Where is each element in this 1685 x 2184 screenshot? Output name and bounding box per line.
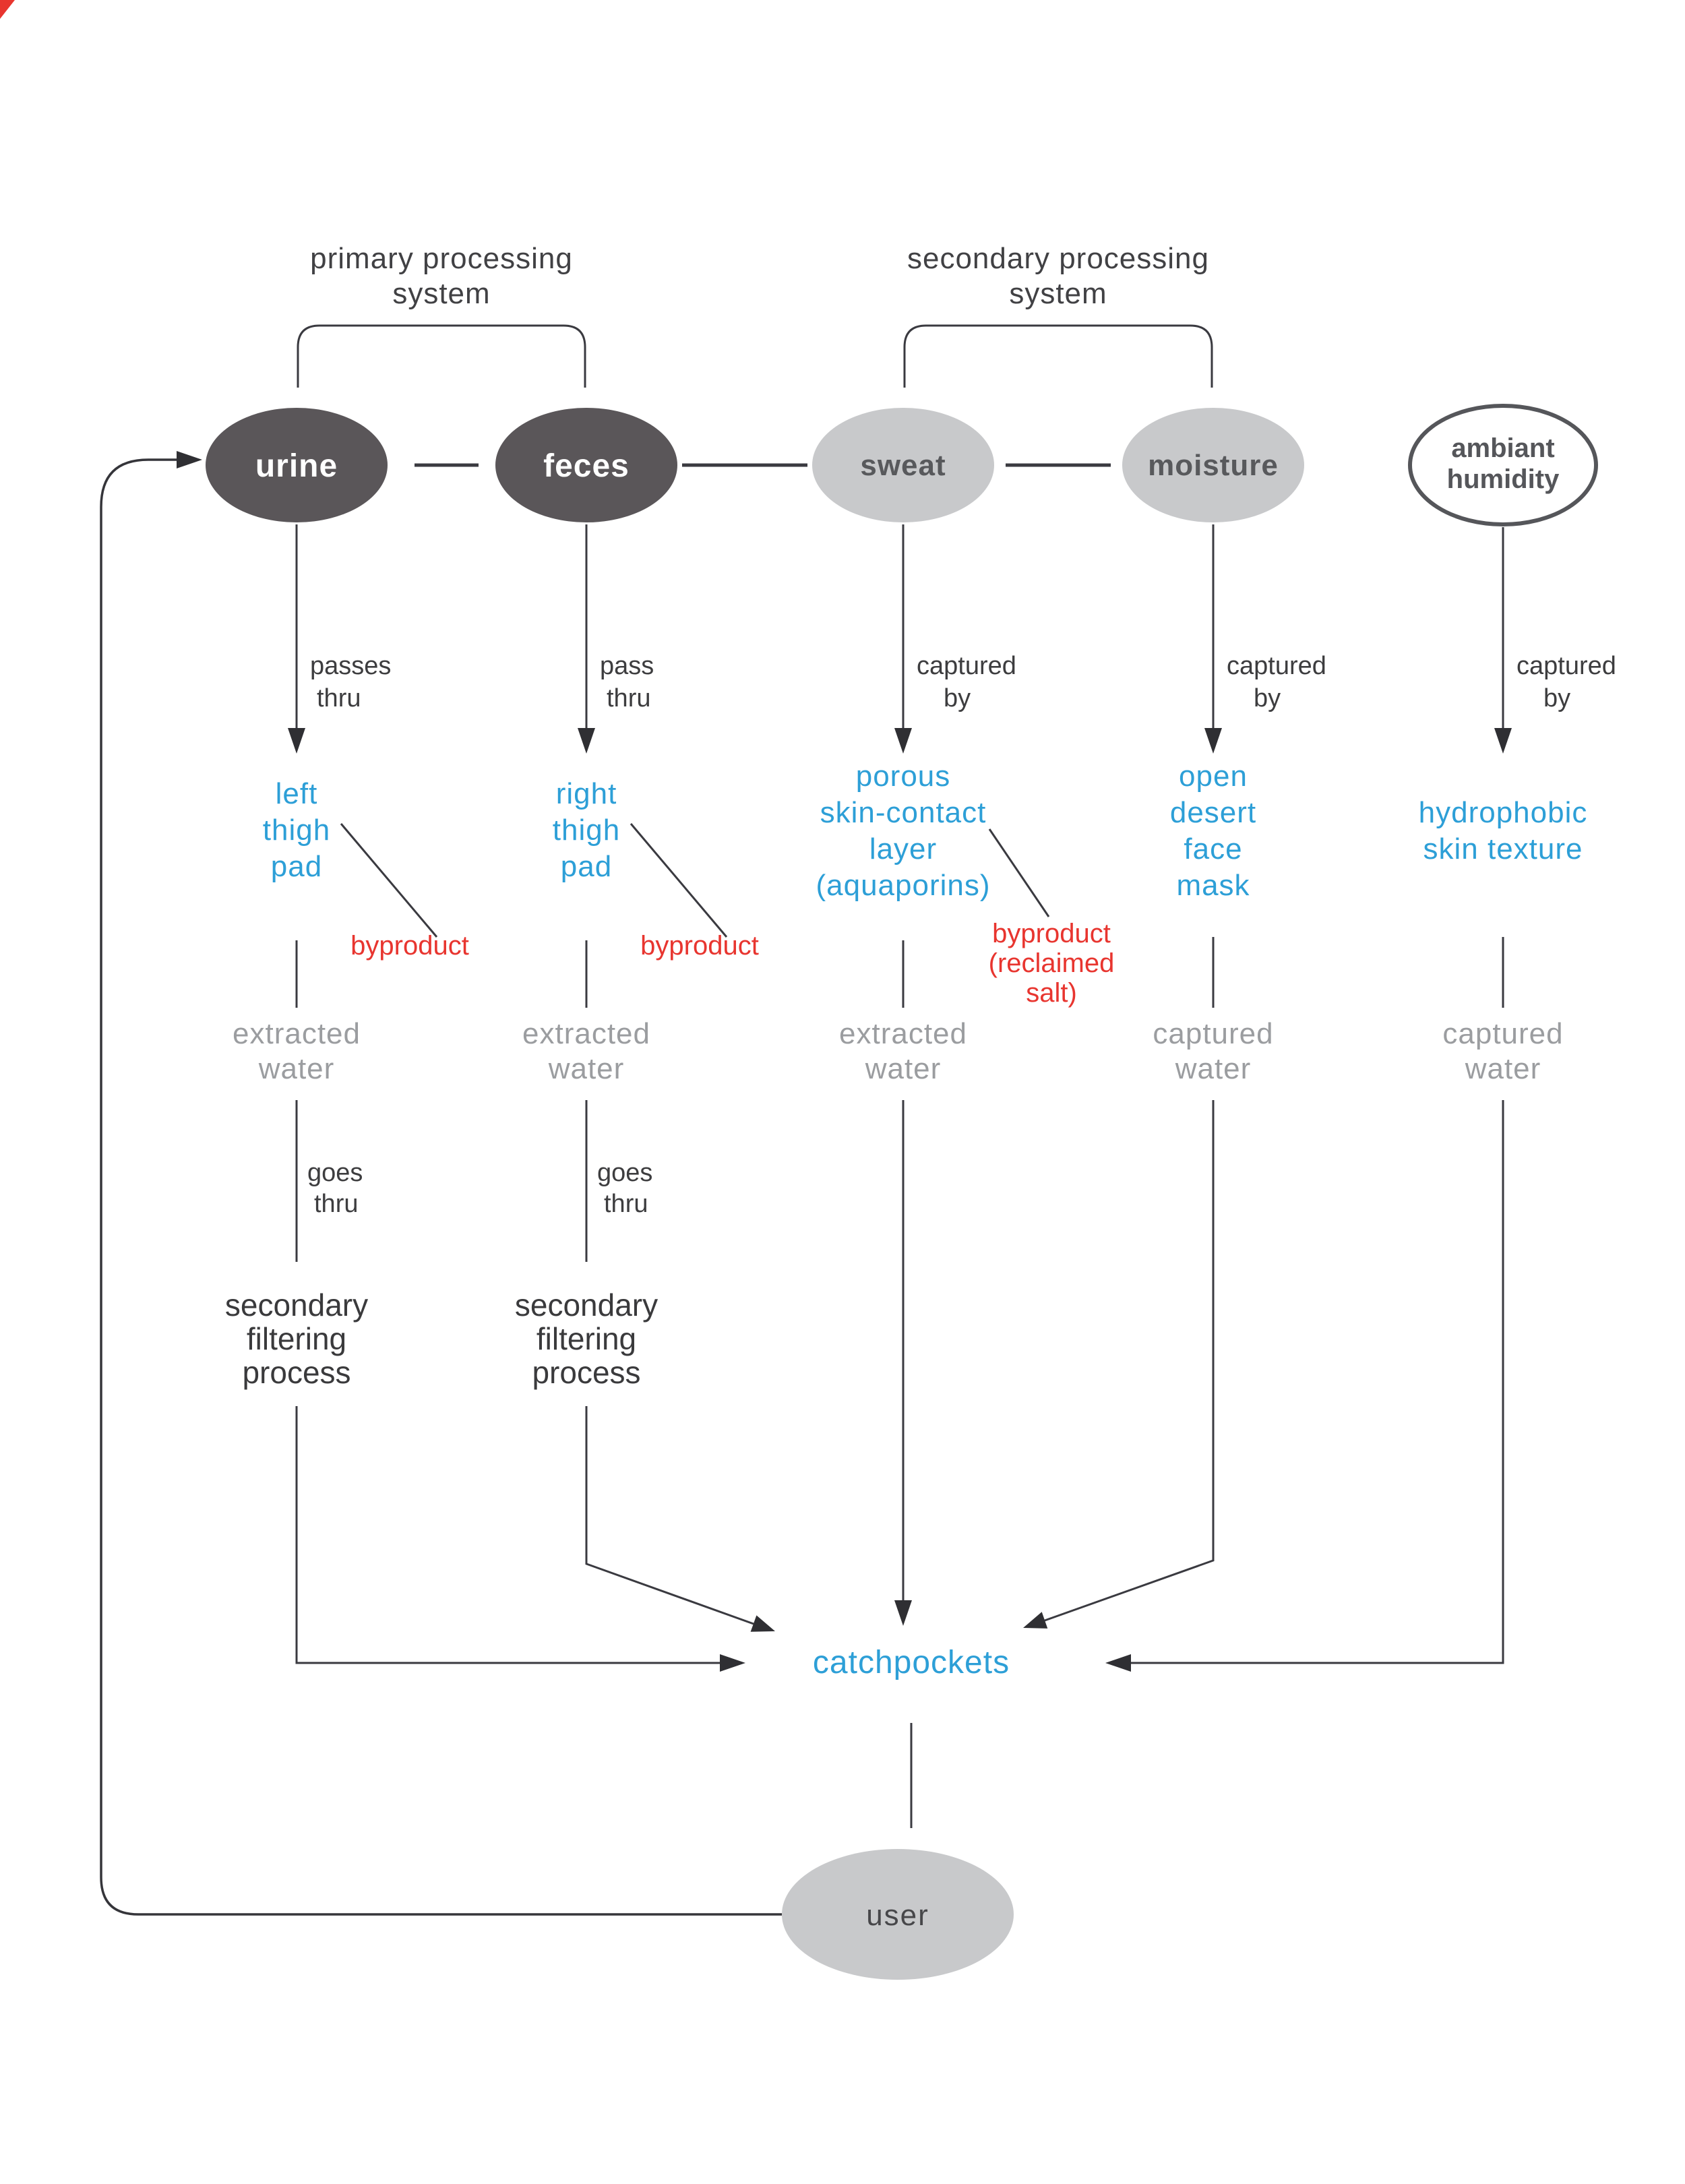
sweat-label: sweat	[860, 449, 946, 482]
component-right-thigh-pad-line3: pad	[561, 850, 612, 883]
component-left-thigh-pad-line3: pad	[271, 850, 322, 883]
component-skin-contact-layer-line4: (aquaporins)	[816, 869, 990, 902]
component-skin-texture: hydrophobic	[1419, 796, 1588, 829]
water-col5-line2: water	[1465, 1052, 1541, 1085]
arrowhead-ambiant-down	[1494, 728, 1512, 754]
byproduct-right-label: byproduct	[640, 931, 759, 961]
arrowhead-moisture-down	[1204, 728, 1222, 754]
water-col4: captured	[1153, 1017, 1273, 1050]
user-label: user	[866, 1899, 929, 1932]
primary-system-bracket	[297, 324, 586, 388]
feces-label: feces	[543, 448, 630, 484]
component-right-thigh-pad-line2: thigh	[553, 814, 620, 847]
component-face-mask-line4: mask	[1176, 869, 1250, 902]
ambiant-humidity-label-line2: humidity	[1447, 464, 1560, 494]
edge-byproduct-right	[630, 823, 728, 938]
edge-col4-to-catchpockets	[1044, 1100, 1215, 1622]
ambiant-humidity-node	[1408, 404, 1598, 526]
relation-sweat-line2: by	[944, 684, 971, 712]
component-right-thigh-pad: right	[556, 777, 617, 810]
byproduct-left-label: byproduct	[350, 931, 469, 961]
byproduct-salt-label-line2: (reclaimed	[989, 948, 1115, 978]
water-col2: extracted	[522, 1017, 650, 1050]
urine-label: urine	[255, 448, 338, 484]
water-col1: extracted	[233, 1017, 361, 1050]
ambiant-humidity-label: ambiant	[1451, 433, 1554, 463]
filter-col2-line3: process	[532, 1355, 640, 1390]
page-corner-mark	[0, 0, 15, 19]
sweat-node	[812, 408, 994, 522]
filter-col2: secondary	[515, 1287, 658, 1323]
arrowhead-feedback-urine	[177, 451, 202, 468]
edge-col5-to-catchpockets	[1130, 1100, 1504, 1664]
relation-ambiant: captured	[1516, 652, 1616, 680]
relation-feces: pass	[600, 652, 654, 680]
component-skin-texture-line2: skin texture	[1423, 832, 1583, 866]
component-face-mask-line3: face	[1184, 832, 1242, 866]
arrowhead-sweat-down	[894, 728, 912, 754]
arrowhead-urine-down	[288, 728, 305, 754]
edge-col1-to-catchpockets	[295, 1406, 720, 1664]
water-col3-line2: water	[865, 1052, 942, 1085]
edge-byproduct-salt	[988, 828, 1050, 917]
relation-feces-line2: thru	[607, 684, 650, 712]
secondary-system-title: secondary processing	[907, 242, 1209, 275]
relation-sweat: captured	[917, 652, 1016, 680]
urine-node	[206, 408, 388, 522]
component-skin-contact-layer-line2: skin-contact	[820, 796, 987, 829]
byproduct-salt-label: byproduct	[992, 919, 1111, 948]
filter-relation-col2-line2: thru	[604, 1190, 648, 1218]
filter-col1-line2: filtering	[247, 1321, 346, 1356]
relation-urine: passes	[310, 652, 391, 680]
catchpockets-label: catchpockets	[813, 1645, 1010, 1680]
arrowhead-col3-catchpockets	[894, 1600, 912, 1626]
component-face-mask: open	[1179, 760, 1248, 793]
water-col1-line2: water	[258, 1052, 335, 1085]
filter-relation-col1-line2: thru	[314, 1190, 358, 1218]
feces-node	[495, 408, 677, 522]
component-skin-contact-layer-line3: layer	[869, 832, 937, 866]
byproduct-salt-label-line3: salt)	[1026, 978, 1077, 1008]
relation-moisture: captured	[1227, 652, 1326, 680]
edge-col2-to-catchpockets	[585, 1406, 754, 1625]
arrowhead-col5-catchpockets	[1105, 1654, 1131, 1672]
component-left-thigh-pad: left	[276, 777, 318, 810]
secondary-system-bracket	[903, 324, 1213, 388]
water-col5: captured	[1442, 1017, 1563, 1050]
moisture-node	[1122, 408, 1304, 522]
secondary-system-title-line2: system	[1009, 277, 1107, 310]
user-node	[782, 1849, 1014, 1980]
filter-relation-col1: goes	[307, 1159, 363, 1187]
moisture-label: moisture	[1148, 449, 1279, 482]
relation-urine-line2: thru	[317, 684, 361, 712]
relation-moisture-line2: by	[1254, 684, 1281, 712]
water-col3: extracted	[839, 1017, 967, 1050]
arrowhead-col4-catchpockets	[1023, 1612, 1048, 1629]
filter-col2-line2: filtering	[537, 1321, 636, 1356]
filter-col1-line3: process	[242, 1355, 350, 1390]
arrowhead-feces-down	[578, 728, 595, 754]
primary-system-title: primary processing	[310, 242, 573, 275]
water-col4-line2: water	[1175, 1052, 1252, 1085]
water-col2-line2: water	[548, 1052, 625, 1085]
filter-col1: secondary	[225, 1287, 368, 1323]
arrowhead-col2-catchpockets	[750, 1615, 775, 1632]
component-skin-contact-layer: porous	[856, 760, 951, 793]
arrowhead-col1-catchpockets	[720, 1654, 745, 1672]
filter-relation-col2: goes	[597, 1159, 652, 1187]
relation-ambiant-line2: by	[1543, 684, 1570, 712]
primary-system-title-line2: system	[392, 277, 490, 310]
edge-byproduct-left	[340, 823, 438, 938]
component-left-thigh-pad-line2: thigh	[263, 814, 330, 847]
component-face-mask-line2: desert	[1170, 796, 1256, 829]
edge-user-feedback-loop	[100, 458, 782, 1916]
